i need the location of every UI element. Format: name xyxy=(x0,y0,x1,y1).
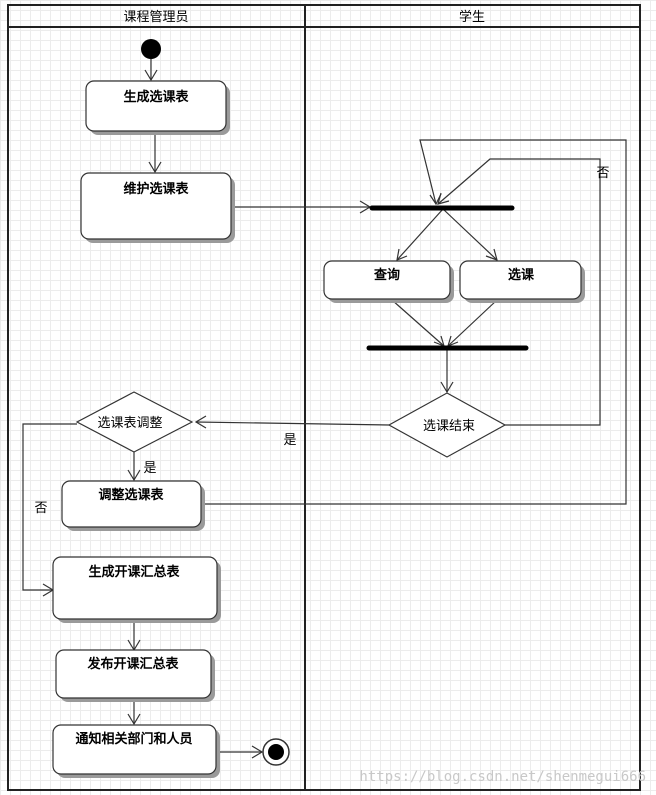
action-generate-form[interactable]: 生成选课表 xyxy=(85,80,230,135)
guard-no-skip: 否 xyxy=(34,501,47,516)
action-notify[interactable]: 通知相关部门和人员 xyxy=(52,724,220,778)
action-generate-summary-label: 生成开课汇总表 xyxy=(88,564,180,580)
watermark: https://blog.csdn.net/shenmegui666 xyxy=(359,769,646,785)
action-query[interactable]: 查询 xyxy=(323,260,454,303)
action-maintain-form[interactable]: 维护选课表 xyxy=(80,172,235,243)
action-generate-summary[interactable]: 生成开课汇总表 xyxy=(52,556,221,623)
decision-form-adjust-label: 选课表调整 xyxy=(97,416,162,431)
decision-selection-end[interactable]: 选课结束 xyxy=(387,392,507,458)
action-select-label: 选课 xyxy=(508,267,535,283)
action-notify-label: 通知相关部门和人员 xyxy=(75,731,192,747)
guard-no-loop: 否 xyxy=(596,166,609,181)
decision-form-adjust[interactable]: 选课表调整 xyxy=(75,391,194,453)
action-select[interactable]: 选课 xyxy=(459,260,585,303)
lane-title-admin: 课程管理员 xyxy=(123,10,188,25)
initial-node xyxy=(141,39,161,59)
guard-yes-adjust: 是 xyxy=(143,461,156,476)
action-publish-summary-label: 发布开课汇总表 xyxy=(86,656,179,672)
action-maintain-form-label: 维护选课表 xyxy=(123,181,189,197)
guard-yes-to-adjust: 是 xyxy=(283,433,296,448)
swimlane-frame xyxy=(7,4,641,791)
action-generate-form-label: 生成选课表 xyxy=(123,89,189,105)
action-adjust-form[interactable]: 调整选课表 xyxy=(61,480,205,531)
flow-edges xyxy=(22,59,627,759)
action-adjust-form-label: 调整选课表 xyxy=(98,487,164,503)
action-publish-summary[interactable]: 发布开课汇总表 xyxy=(55,649,215,702)
decision-selection-end-label: 选课结束 xyxy=(423,419,475,434)
lane-title-student: 学生 xyxy=(459,9,485,25)
action-query-label: 查询 xyxy=(373,267,400,283)
final-node xyxy=(262,738,290,766)
